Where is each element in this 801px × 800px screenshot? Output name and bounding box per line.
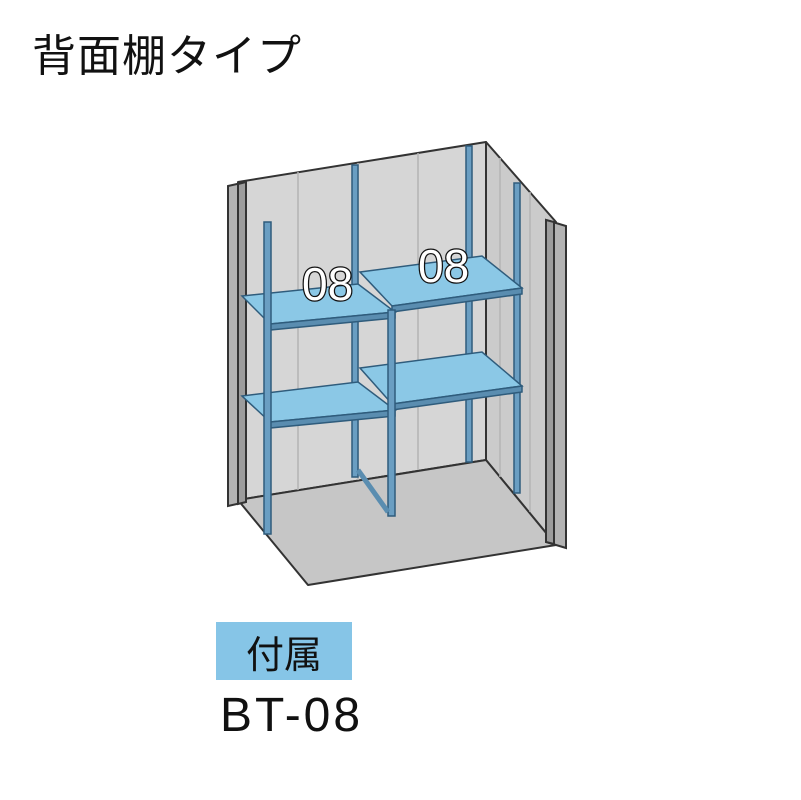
right-front-post [545,218,567,550]
model-number: BT-08 [220,689,364,742]
accessory-label: 付属 [245,632,322,677]
accessory-badge: 付属 [216,622,352,680]
page-title: 背面棚タイプ [32,31,302,82]
shelf-label-left: 08 [302,258,353,310]
upper-shelf [240,255,524,331]
left-front-post [227,180,247,508]
front-uprights [263,221,396,535]
shelf-label-right: 08 [418,240,469,292]
